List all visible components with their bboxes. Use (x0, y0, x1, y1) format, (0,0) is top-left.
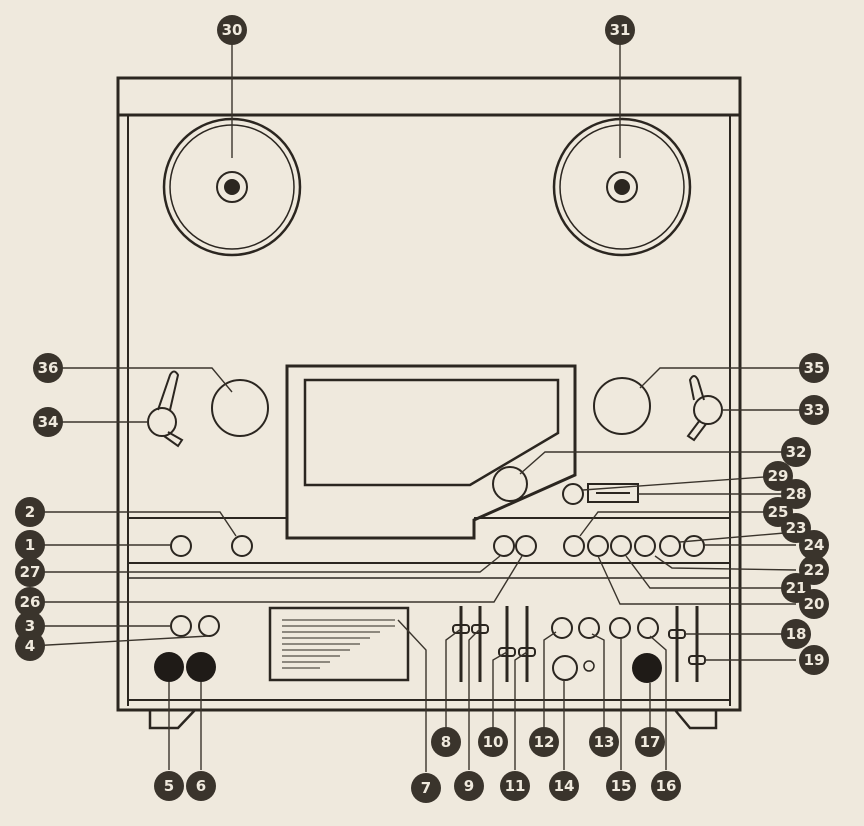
callout-29-label: 29 (768, 467, 789, 485)
callout-16: 16 (651, 771, 681, 801)
callout-17-label: 17 (640, 733, 661, 751)
callout-30: 30 (217, 15, 247, 45)
knob-6 (186, 652, 216, 682)
callout-14-label: 14 (554, 777, 575, 795)
callout-26-label: 26 (20, 593, 41, 611)
callout-badges: 30 31 36 34 35 33 32 29 28 2 25 23 1 24 … (15, 15, 829, 803)
callout-15: 15 (606, 771, 636, 801)
callout-7-label: 7 (421, 779, 431, 797)
callout-11-label: 11 (505, 777, 526, 795)
callout-10: 10 (478, 727, 508, 757)
callout-17: 17 (635, 727, 665, 757)
callout-18: 18 (781, 619, 811, 649)
callout-6: 6 (186, 771, 216, 801)
callout-5: 5 (154, 771, 184, 801)
callout-35-label: 35 (804, 359, 825, 377)
callout-30-label: 30 (222, 21, 243, 39)
callout-22-label: 22 (804, 561, 825, 579)
callout-18-label: 18 (786, 625, 807, 643)
callout-34-label: 34 (38, 413, 59, 431)
callout-19: 19 (799, 645, 829, 675)
right-reel (552, 117, 692, 257)
callout-21-label: 21 (786, 579, 807, 597)
callout-8-label: 8 (441, 733, 451, 751)
callout-25-label: 25 (768, 503, 789, 521)
callout-35: 35 (799, 353, 829, 383)
right-guide-roller (593, 377, 651, 435)
callout-24-label: 24 (804, 536, 825, 554)
callout-36: 36 (33, 353, 63, 383)
callout-33: 33 (799, 395, 829, 425)
callout-13-label: 13 (594, 733, 615, 751)
callout-3-label: 3 (25, 617, 35, 635)
callout-12: 12 (529, 727, 559, 757)
callout-32-label: 32 (786, 443, 807, 461)
callout-33-label: 33 (804, 401, 825, 419)
callout-15-label: 15 (611, 777, 632, 795)
lower-panel (154, 606, 706, 683)
knob-17 (632, 653, 662, 683)
callout-14: 14 (549, 771, 579, 801)
head-cover (285, 364, 577, 540)
callout-27-label: 27 (20, 563, 41, 581)
callout-1: 1 (15, 530, 45, 560)
callout-9-label: 9 (464, 777, 474, 795)
callout-5-label: 5 (164, 777, 174, 795)
callout-1-label: 1 (25, 536, 35, 554)
callout-36-label: 36 (38, 359, 59, 377)
callout-2-label: 2 (25, 503, 35, 521)
cabinet (116, 76, 742, 730)
sliders (452, 606, 706, 682)
callout-6-label: 6 (196, 777, 206, 795)
callout-4: 4 (15, 631, 45, 661)
callout-10-label: 10 (483, 733, 504, 751)
leader-lines (29, 30, 814, 772)
callout-11: 11 (500, 771, 530, 801)
callout-2: 2 (15, 497, 45, 527)
callout-7: 7 (411, 773, 441, 803)
callout-8: 8 (431, 727, 461, 757)
left-guide-roller (211, 379, 269, 437)
callout-23-label: 23 (786, 519, 807, 537)
callout-13: 13 (589, 727, 619, 757)
callout-31: 31 (605, 15, 635, 45)
callout-4-label: 4 (25, 637, 35, 655)
callout-19-label: 19 (804, 651, 825, 669)
callout-31-label: 31 (610, 21, 631, 39)
left-tension-arm (147, 370, 184, 448)
callout-20: 20 (799, 589, 829, 619)
callout-26: 26 (15, 587, 45, 617)
callout-27: 27 (15, 557, 45, 587)
callout-24: 24 (799, 530, 829, 560)
control-strip (128, 517, 730, 579)
callout-32: 32 (781, 437, 811, 467)
callout-34: 34 (33, 407, 63, 437)
callout-20-label: 20 (804, 595, 825, 613)
callout-9: 9 (454, 771, 484, 801)
knob-5 (154, 652, 184, 682)
right-tension-arm (686, 375, 723, 442)
callout-16-label: 16 (656, 777, 677, 795)
callout-12-label: 12 (534, 733, 555, 751)
callout-28-label: 28 (786, 485, 807, 503)
strip-buttons (170, 483, 705, 557)
